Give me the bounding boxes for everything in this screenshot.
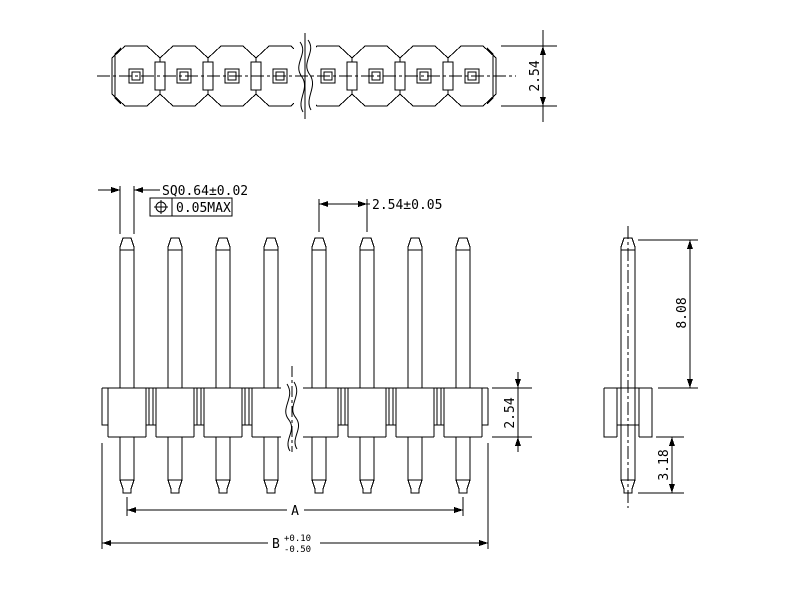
dim-row-width <box>501 30 557 122</box>
dim-b-upper-tol: +0.10 <box>284 534 311 544</box>
top-view-break-lines <box>298 33 314 119</box>
arrowhead-icon <box>127 507 136 513</box>
arrowhead-icon <box>687 379 693 388</box>
dim-row-width-label: 2.54 <box>528 60 543 91</box>
side-view-part <box>603 237 653 494</box>
arrowhead-icon <box>515 437 521 446</box>
front-view: SQ0.64±0.02 0.05MAX 2.54±0.05 <box>98 184 532 555</box>
dim-pin-above-label: 8.08 <box>675 297 690 328</box>
arrowhead-icon <box>669 484 675 493</box>
arrowhead-icon <box>515 379 521 388</box>
arrowhead-icon <box>111 187 120 193</box>
front-view-break-lines <box>285 366 300 452</box>
arrowhead-icon <box>102 540 111 546</box>
arrowhead-icon <box>358 201 367 207</box>
position-tolerance-label: 0.05MAX <box>176 201 231 216</box>
dim-b-label: B <box>272 537 280 552</box>
front-view-pins-upper <box>119 237 471 389</box>
dim-a-label: A <box>291 504 299 519</box>
arrowhead-icon <box>454 507 463 513</box>
side-view: 8.08 3.18 <box>603 226 698 508</box>
dim-b <box>101 443 489 549</box>
dim-pin-square <box>98 186 160 234</box>
arrowhead-icon <box>479 540 488 546</box>
top-view: 2.54 <box>97 30 557 122</box>
dim-body-height-label: 2.54 <box>503 397 518 428</box>
position-tolerance-frame <box>149 197 233 217</box>
arrowhead-icon <box>134 187 143 193</box>
arrowhead-icon <box>319 201 328 207</box>
position-tolerance-icon <box>154 200 168 214</box>
dim-pitch <box>318 199 370 232</box>
arrowhead-icon <box>669 437 675 446</box>
dim-pin-below <box>638 436 684 494</box>
arrowhead-icon <box>687 240 693 249</box>
dim-pin-below-label: 3.18 <box>657 449 672 480</box>
dim-pitch-label: 2.54±0.05 <box>372 198 442 213</box>
arrowhead-icon <box>540 97 546 106</box>
arrowhead-icon <box>540 46 546 55</box>
dim-pin-square-label: SQ0.64±0.02 <box>162 184 248 199</box>
dim-pin-above <box>638 239 698 389</box>
dim-a <box>126 497 464 516</box>
dim-b-lower-tol: -0.50 <box>284 545 311 555</box>
dim-body-height <box>492 372 532 452</box>
